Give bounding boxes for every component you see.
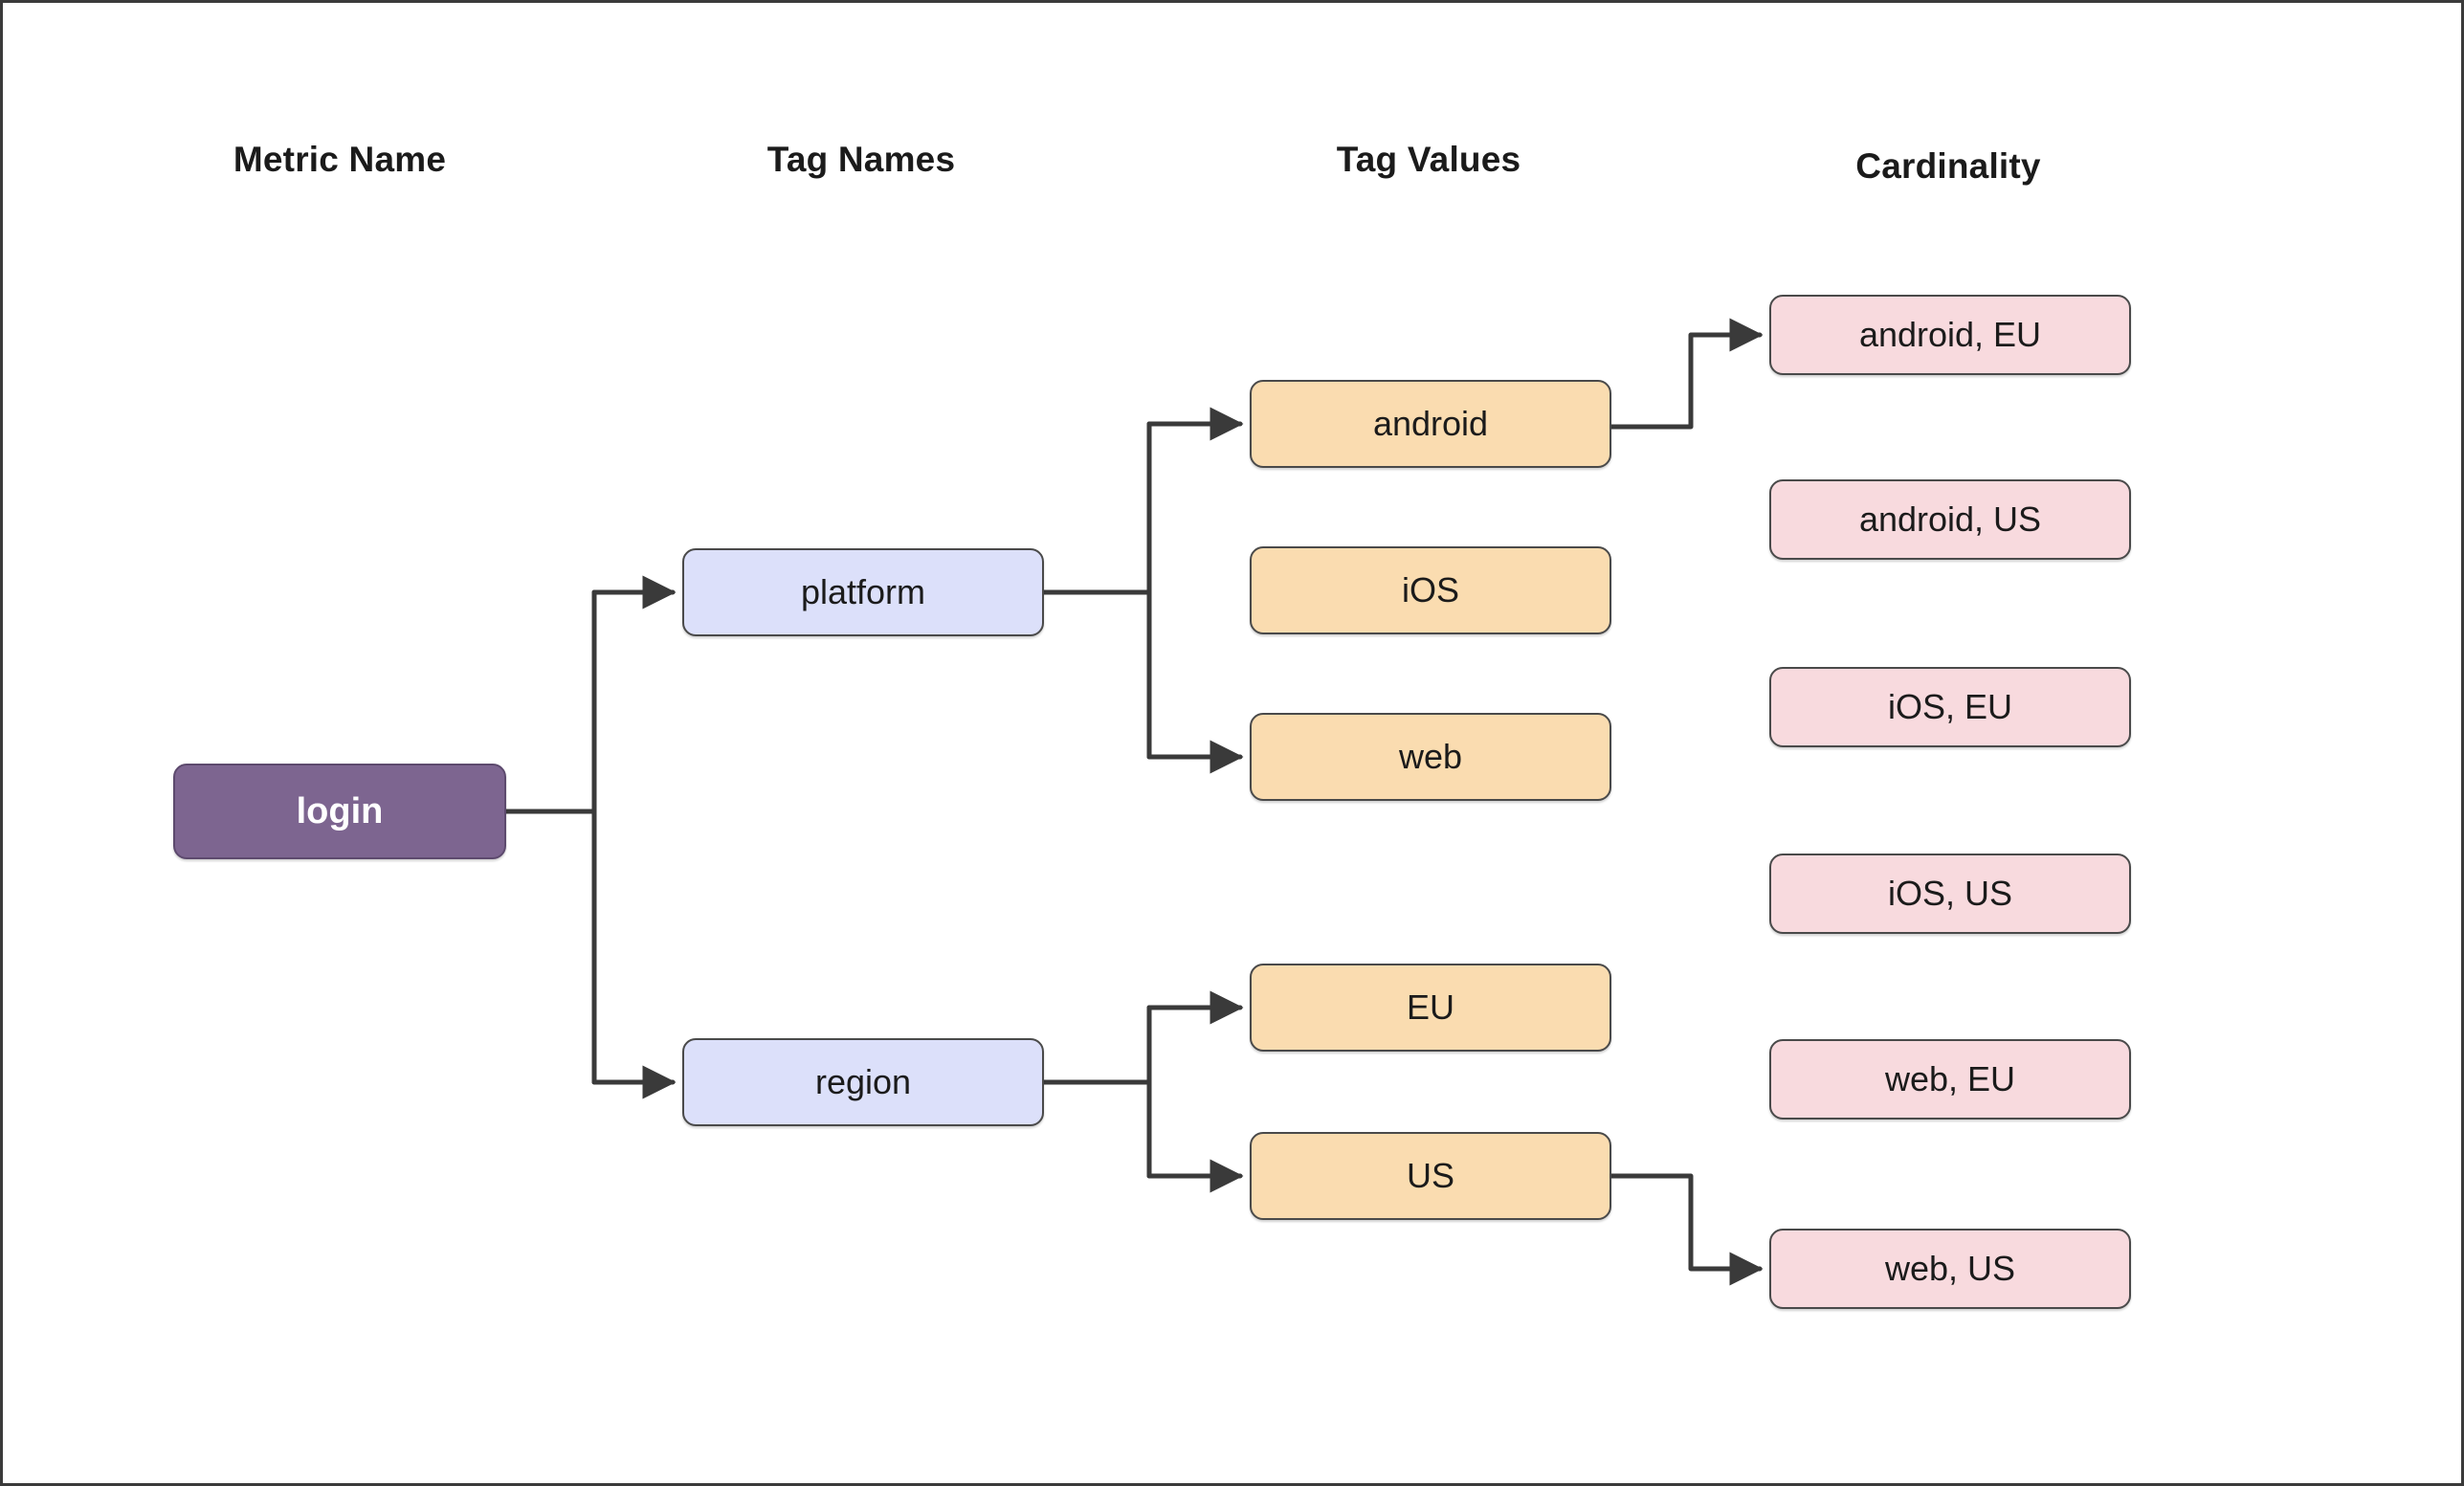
cardinality-node-web-eu[interactable]: web, EU — [1769, 1039, 2131, 1120]
column-header-metric-name: Metric Name — [233, 140, 447, 179]
tag-value-node-ios[interactable]: iOS — [1250, 546, 1611, 634]
cardinality-node-web-us[interactable]: web, US — [1769, 1229, 2131, 1309]
tag-value-node-eu[interactable]: EU — [1250, 964, 1611, 1052]
tag-value-node-android[interactable]: android — [1250, 380, 1611, 468]
tag-value-node-us[interactable]: US — [1250, 1132, 1611, 1220]
tag-value-node-web[interactable]: web — [1250, 713, 1611, 801]
edge-us-web-us — [1609, 1173, 1764, 1286]
column-header-tag-names: Tag Names — [766, 140, 956, 179]
cardinality-node-ios-us[interactable]: iOS, US — [1769, 854, 2131, 934]
metric-node-login[interactable]: login — [173, 764, 506, 859]
cardinality-node-ios-eu[interactable]: iOS, EU — [1769, 667, 2131, 747]
cardinality-node-android-us[interactable]: android, US — [1769, 479, 2131, 560]
cardinality-node-android-eu[interactable]: android, EU — [1769, 295, 2131, 375]
tag-name-node-region[interactable]: region — [682, 1038, 1044, 1126]
column-header-tag-values: Tag Values — [1336, 140, 1521, 179]
column-header-cardinality: Cardinality — [1855, 146, 2041, 186]
tag-name-node-platform[interactable]: platform — [682, 548, 1044, 636]
edge-android-android-eu — [1609, 318, 1764, 430]
